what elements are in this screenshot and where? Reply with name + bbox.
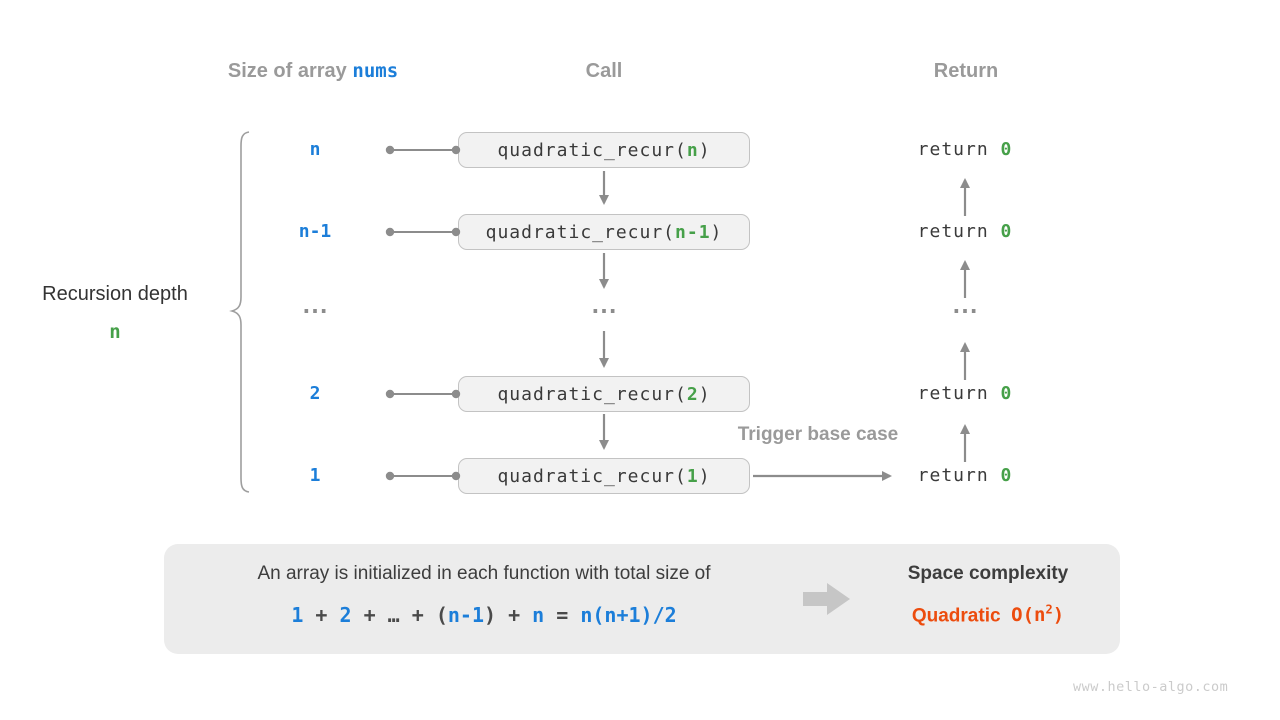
- return-value: 0: [1000, 383, 1013, 404]
- size-header-text: Size of array: [227, 60, 353, 82]
- call-ellipsis: ⋯: [591, 295, 617, 325]
- call-arg: n: [686, 139, 699, 161]
- call-arg: 2: [686, 383, 699, 405]
- return-statement: return 0: [895, 382, 1035, 406]
- trigger-base-case-label: Trigger base case: [737, 424, 899, 445]
- return-keyword: return: [917, 383, 1001, 404]
- brace: [229, 131, 250, 493]
- return-value: 0: [1000, 139, 1013, 160]
- return-value: 0: [1000, 221, 1013, 242]
- panel-description: An array is initialized in each function…: [257, 563, 711, 584]
- return-keyword: return: [917, 465, 1001, 486]
- size-label-n: n: [309, 139, 321, 160]
- call-box-n-1: quadratic_recur(n-1): [458, 214, 750, 250]
- call-close: ): [698, 383, 711, 405]
- size-label-1: 1: [309, 465, 321, 486]
- return-value: 0: [1000, 465, 1013, 486]
- return-keyword: return: [917, 221, 1001, 242]
- column-header-call: Call: [585, 60, 623, 82]
- call-arg: n-1: [675, 221, 711, 243]
- call-fn: quadratic_recur(: [497, 383, 687, 405]
- return-statement: return 0: [895, 464, 1035, 488]
- column-header-size: Size of array nums: [163, 60, 463, 83]
- size-ellipsis: ⋯: [302, 295, 328, 325]
- call-fn: quadratic_recur(: [497, 465, 687, 487]
- watermark: www.hello-algo.com: [1073, 679, 1229, 695]
- return-ellipsis: ⋯: [952, 295, 978, 325]
- nums-code-label: nums: [352, 60, 399, 82]
- call-box-n: quadratic_recur(n): [458, 132, 750, 168]
- column-header-return: Return: [933, 60, 999, 82]
- call-close: ): [698, 139, 711, 161]
- call-box-2: quadratic_recur(2): [458, 376, 750, 412]
- space-complexity-title: Space complexity: [907, 563, 1069, 584]
- big-o-notation: O(n2): [1011, 603, 1065, 627]
- return-keyword: return: [917, 139, 1001, 160]
- return-statement: return 0: [895, 138, 1035, 162]
- return-statement: return 0: [895, 220, 1035, 244]
- call-fn: quadratic_recur(: [497, 139, 687, 161]
- size-label-2: 2: [309, 383, 321, 404]
- summary-panel: [164, 544, 1120, 654]
- complexity-value: Quadratic O(n2): [868, 603, 1108, 627]
- call-arg: 1: [686, 465, 699, 487]
- call-close: ): [710, 221, 723, 243]
- recursion-depth-label: Recursion depth: [42, 283, 188, 305]
- call-close: ): [698, 465, 711, 487]
- complexity-name: Quadratic: [911, 605, 1001, 627]
- total-size-formula: 1 + 2 + … + (n-1) + n = n(n+1)/2: [291, 603, 677, 627]
- recursion-depth-value: n: [109, 321, 121, 343]
- size-label-n-1: n-1: [298, 221, 332, 242]
- call-box-1: quadratic_recur(1): [458, 458, 750, 494]
- call-fn: quadratic_recur(: [485, 221, 676, 243]
